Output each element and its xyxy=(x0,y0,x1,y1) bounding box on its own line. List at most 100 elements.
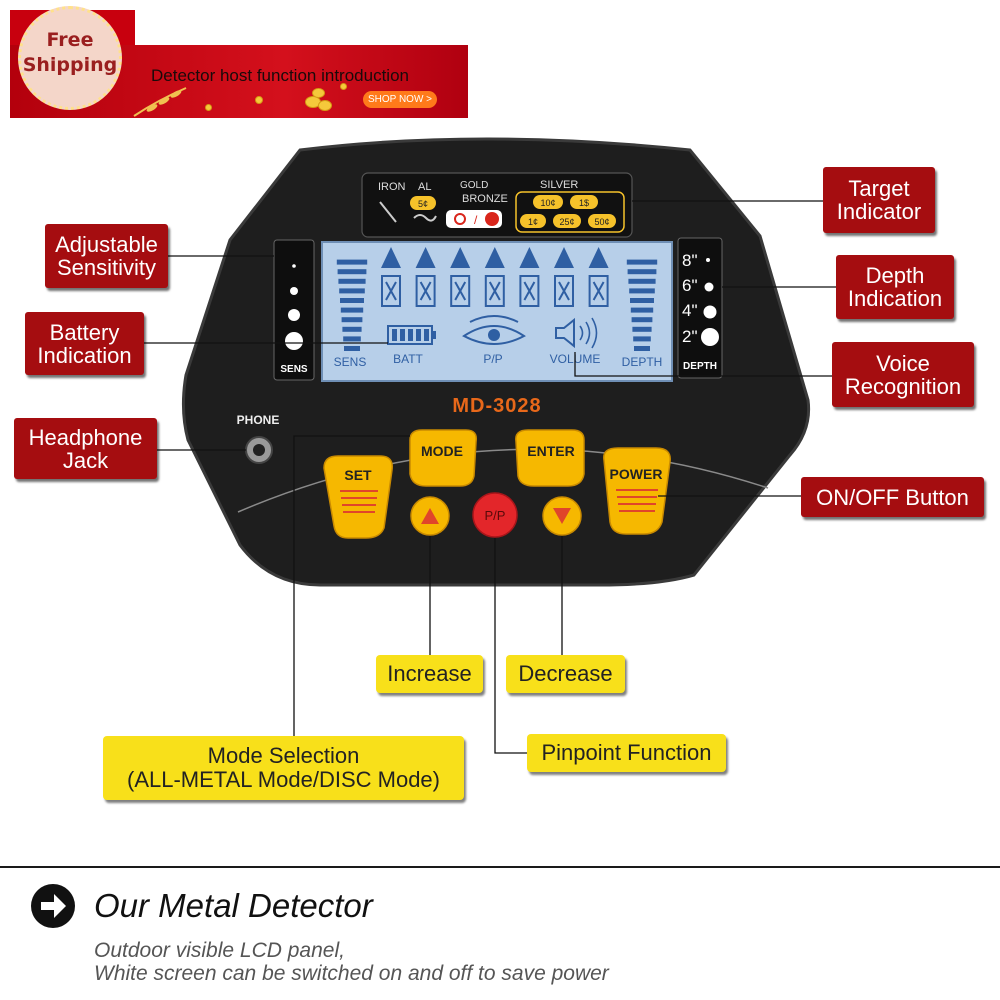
battery-cell xyxy=(392,329,397,341)
coin-badge xyxy=(520,214,546,228)
mode-button[interactable]: MODE xyxy=(409,429,478,487)
depth-mark-2: 2" xyxy=(682,327,698,346)
detector-diagram: IRON AL GOLD BRONZE SILVER 5¢ / 10¢ 1$ 1… xyxy=(144,137,837,754)
target-arrow-segment xyxy=(588,247,609,268)
increase-label: Increase xyxy=(387,661,472,686)
depth-bar-segment xyxy=(630,298,654,303)
depth-bar-segment xyxy=(632,326,652,332)
housing-arc xyxy=(237,448,769,513)
coin-icon xyxy=(255,96,263,104)
seal-line-1: Free xyxy=(46,29,94,51)
callout-headphone-jack: Headphone Jack xyxy=(14,418,157,479)
coin-50c: 50¢ xyxy=(594,217,609,227)
sens-bar-segment xyxy=(340,307,364,313)
coin-1d: 1$ xyxy=(579,198,589,208)
depth-bar-graph xyxy=(626,259,658,351)
depth-bar-segment xyxy=(633,336,651,342)
ring-icon xyxy=(454,213,466,225)
target-x-segment xyxy=(592,281,605,301)
enter-label: ENTER xyxy=(527,443,574,459)
target-box-segment xyxy=(554,275,574,307)
depth-strip-label: DEPTH xyxy=(683,361,717,372)
decrease-label: Decrease xyxy=(518,661,613,686)
al-label: AL xyxy=(418,181,431,193)
section-divider xyxy=(0,866,1000,868)
mode-label: MODE xyxy=(421,443,463,459)
depth-mark-6: 6" xyxy=(682,276,698,295)
silver-label: SILVER xyxy=(540,179,578,191)
callout-voice-recognition: Voice Recognition xyxy=(832,342,974,407)
sens-bar-segment xyxy=(342,326,362,332)
coin-badge xyxy=(410,196,436,210)
depth-dot xyxy=(701,328,719,346)
set-label: SET xyxy=(344,467,372,483)
sens-dot xyxy=(285,332,303,350)
callout-increase: Increase xyxy=(376,655,483,693)
coin-25c: 25¢ xyxy=(559,217,574,227)
phone-label: PHONE xyxy=(237,413,280,427)
leader-pinpoint xyxy=(494,538,528,754)
pinpoint-label: Pinpoint Function xyxy=(541,740,712,765)
sens-bar-segment xyxy=(340,298,364,303)
depth-bar-segment xyxy=(627,269,657,275)
coin-5c: 5¢ xyxy=(418,199,428,209)
callout-battery-indication: Battery Indication xyxy=(25,312,144,375)
depth-dot xyxy=(703,305,717,319)
free-shipping-seal xyxy=(18,6,122,110)
eye-icon xyxy=(462,325,526,345)
wheat-ornament-icon xyxy=(133,87,187,117)
coin-icon xyxy=(205,104,212,111)
depth-bar-segment xyxy=(629,288,655,294)
callout-depth-indication: Depth Indication xyxy=(836,255,954,319)
section-description-line-2: White screen can be switched on and off … xyxy=(94,962,609,985)
target-x-segment xyxy=(454,281,467,301)
target-box-segment xyxy=(381,275,401,307)
coin-10c: 10¢ xyxy=(540,198,555,208)
sens-dot xyxy=(290,287,298,295)
arrow-right-circle-icon xyxy=(31,884,75,928)
triangle-up-icon xyxy=(421,508,439,524)
power-label: POWER xyxy=(610,466,663,482)
sens-bar-segment xyxy=(341,317,363,323)
sens-bar-segment xyxy=(337,269,367,275)
callout-decrease: Decrease xyxy=(506,655,625,693)
sound-waves-icon xyxy=(579,317,598,349)
depth-bar-segment xyxy=(628,278,656,284)
lcd-pp-label: P/P xyxy=(483,352,502,366)
coin-icon xyxy=(340,83,347,90)
depth-bar-segment xyxy=(634,346,650,351)
shop-now-button[interactable]: SHOP NOW > xyxy=(363,91,437,108)
target-x-segment xyxy=(385,281,397,301)
target-box-segment xyxy=(519,275,540,307)
increase-button[interactable] xyxy=(410,496,450,536)
callout-onoff-button: ON/OFF Button xyxy=(801,477,984,517)
penny-icon xyxy=(485,212,499,226)
pinpoint-button[interactable]: P/P xyxy=(472,492,518,538)
target-arrow-segment xyxy=(450,247,471,268)
lcd-sens-label: SENS xyxy=(334,355,367,369)
free-shipping-text: Free Shipping xyxy=(22,28,118,78)
depth-dot xyxy=(706,258,710,262)
leader-voice xyxy=(574,352,834,377)
coin-1c: 1¢ xyxy=(528,217,538,227)
set-button[interactable]: SET xyxy=(323,455,393,539)
target-x-segment xyxy=(523,281,536,301)
target-x-segment xyxy=(558,281,570,301)
target-box-segment xyxy=(415,275,436,307)
section-description-line-1: Outdoor visible LCD panel, xyxy=(94,939,345,962)
target-x-segment xyxy=(419,281,432,301)
mode-selection-line-2: (ALL-METAL Mode/DISC Mode) xyxy=(127,767,440,792)
nail-icon xyxy=(379,201,397,223)
section-title: Our Metal Detector xyxy=(94,887,373,924)
power-button[interactable]: POWER xyxy=(603,447,671,535)
coin-badge xyxy=(588,214,616,228)
coin-group xyxy=(515,191,625,233)
depth-bar-segment xyxy=(631,317,653,323)
battery-tip xyxy=(432,331,436,339)
gold-label: GOLD xyxy=(460,180,488,191)
triangle-down-icon xyxy=(553,508,571,524)
eyebrow xyxy=(469,315,519,323)
decrease-button[interactable] xyxy=(542,496,582,536)
enter-button[interactable]: ENTER xyxy=(515,429,585,487)
callout-leader-lines xyxy=(144,200,837,754)
